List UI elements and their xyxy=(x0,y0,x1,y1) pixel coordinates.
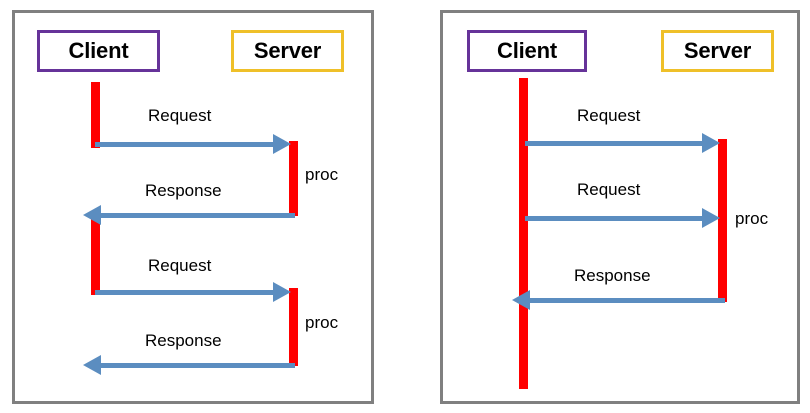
actor-box-server: Server xyxy=(231,30,344,72)
arrow-head-right-1 xyxy=(273,134,291,154)
server-activation-2 xyxy=(289,288,298,366)
message-label-3: Request xyxy=(148,256,212,275)
message-label-1: Request xyxy=(577,106,641,125)
message-line-1 xyxy=(525,141,708,146)
actor-box-client: Client xyxy=(37,30,160,72)
message-line-4 xyxy=(100,363,295,368)
arrow-head-left-4 xyxy=(83,355,101,375)
client-activation-2 xyxy=(91,213,100,295)
server-activation-1 xyxy=(289,141,298,216)
message-label-2: Response xyxy=(145,181,222,200)
actor-label-client: Client xyxy=(68,38,129,63)
proc-label-1: proc xyxy=(305,165,339,184)
message-label-1: Request xyxy=(148,106,212,125)
arrow-head-right-1 xyxy=(702,133,720,153)
proc-label-2: proc xyxy=(305,313,339,332)
message-line-1 xyxy=(95,142,279,147)
arrow-head-left-2 xyxy=(83,205,101,225)
message-label-4: Response xyxy=(145,331,222,350)
arrow-head-left-3 xyxy=(512,290,530,310)
actor-box-client: Client xyxy=(467,30,587,72)
server-activation-1 xyxy=(718,139,727,302)
message-label-3: Response xyxy=(574,266,651,285)
panel-pipelined-sequence: Client Server Request Request Response p… xyxy=(440,10,800,404)
message-label-2: Request xyxy=(577,180,641,199)
client-activation-1 xyxy=(519,78,528,389)
client-activation-1 xyxy=(91,82,100,148)
actor-label-client: Client xyxy=(497,38,557,63)
actor-label-server: Server xyxy=(253,38,322,63)
message-line-3 xyxy=(529,298,725,303)
actor-box-server: Server xyxy=(661,30,774,72)
message-line-2 xyxy=(100,213,295,218)
message-line-2 xyxy=(525,216,708,221)
proc-label-1: proc xyxy=(735,209,769,228)
panel-synchronous-sequence: Client Server Request Response Request R… xyxy=(12,10,374,404)
actor-label-server: Server xyxy=(683,38,752,63)
arrow-head-right-2 xyxy=(702,208,720,228)
message-line-3 xyxy=(95,290,279,295)
arrow-head-right-3 xyxy=(273,282,291,302)
